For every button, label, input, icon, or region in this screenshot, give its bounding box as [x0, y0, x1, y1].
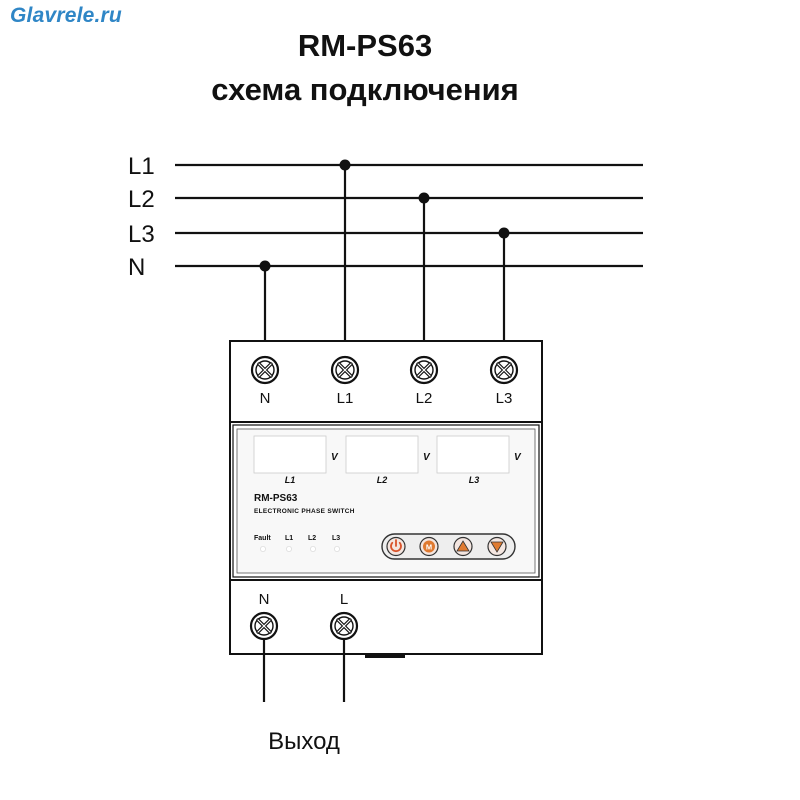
- mode-button[interactable]: M: [419, 536, 439, 557]
- display-unit: V: [423, 452, 431, 463]
- terminal-label-l1: L1: [337, 390, 354, 407]
- down-button[interactable]: [487, 536, 507, 557]
- terminal-screw-icon: [250, 355, 280, 385]
- voltage-display-l3: [436, 435, 510, 474]
- display-unit: V: [331, 452, 339, 463]
- arrow-down-icon: [490, 541, 504, 553]
- up-button[interactable]: [453, 536, 473, 557]
- voltage-display-l2: [345, 435, 419, 474]
- output-label: Выход: [268, 728, 340, 755]
- junction-dot: [339, 159, 351, 171]
- line-label-l3: L3: [128, 221, 155, 248]
- power-button[interactable]: [386, 536, 406, 557]
- device-model: RM-PS63: [254, 493, 298, 504]
- output-terminal-label-n: N: [259, 591, 270, 608]
- line-label-l1: L1: [128, 153, 155, 180]
- led-l3: [333, 546, 340, 553]
- display-label-l1: L1: [285, 475, 296, 485]
- indicator-label-fault: Fault: [254, 535, 271, 542]
- junction-dot: [259, 260, 271, 272]
- terminal-label-l3: L3: [496, 390, 513, 407]
- device-description: ELECTRONIC PHASE SWITCH: [254, 508, 355, 515]
- junction-dot: [498, 227, 510, 239]
- m-icon: [423, 540, 435, 553]
- drop-wires: [259, 159, 510, 370]
- supply-lines: L1 L2 L3 N: [128, 153, 643, 281]
- diagram-title: RM-PS63: [297, 28, 433, 63]
- terminal-screw-icon: [329, 611, 359, 641]
- indicator-label-l3: L3: [332, 535, 340, 542]
- line-label-n: N: [128, 254, 145, 281]
- line-label-l2: L2: [128, 186, 155, 213]
- display-label-l2: L2: [377, 475, 388, 485]
- terminal-screw-icon: [249, 611, 279, 641]
- led-l1: [285, 546, 292, 553]
- terminal-label-l2: L2: [416, 390, 433, 407]
- power-icon: [390, 539, 402, 552]
- terminal-label-n: N: [260, 390, 271, 407]
- mode-glyph: M: [426, 543, 432, 552]
- front-panel: V V V L1 L2 L3 RM-PS63 ELECTRONIC PHASE …: [232, 424, 540, 578]
- junction-dot: [418, 192, 430, 204]
- indicator-label-l2: L2: [308, 535, 316, 542]
- terminal-screw-icon: [489, 355, 519, 385]
- bottom-terminal-block: N L: [249, 591, 359, 702]
- watermark: Glavrele.ru: [10, 4, 122, 27]
- indicator-label-l1: L1: [285, 535, 293, 542]
- voltage-display-l1: [253, 435, 327, 474]
- display-unit: V: [514, 452, 522, 463]
- top-terminal-block: N L1 L2 L3: [250, 355, 519, 407]
- led-l2: [309, 546, 316, 553]
- diagram-subtitle: схема подключения: [211, 72, 519, 107]
- din-clip: [365, 654, 405, 658]
- output-terminal-label-l: L: [340, 591, 348, 608]
- arrow-up-icon: [456, 540, 470, 552]
- button-strip: [381, 533, 516, 560]
- terminal-screw-icon: [409, 355, 439, 385]
- terminal-screw-icon: [330, 355, 360, 385]
- led-fault: [259, 546, 266, 553]
- display-label-l3: L3: [469, 475, 480, 485]
